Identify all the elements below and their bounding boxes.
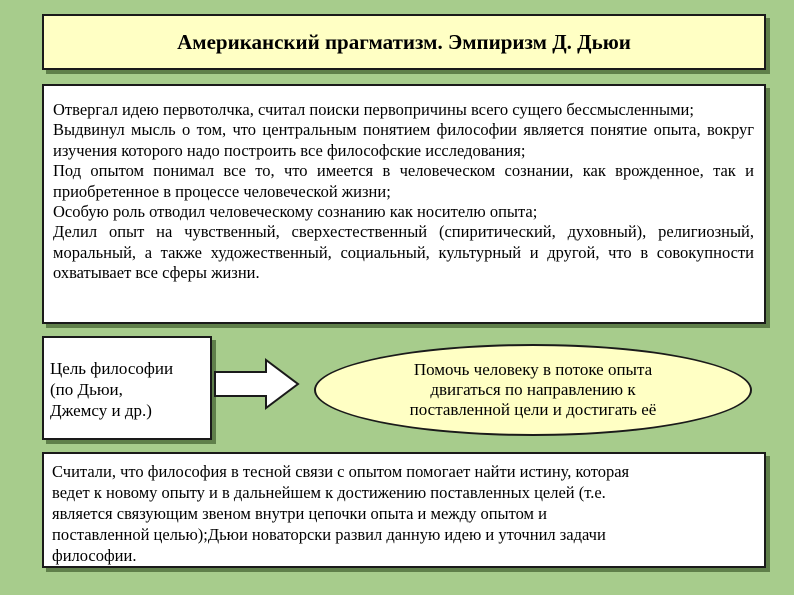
main-paragraph-4: Особую роль отводил человеческому сознан… [53,202,538,222]
main-paragraph-2: Выдвинул мысль о том, что центральным по… [53,120,754,160]
goal-label-line-2: (по Дьюи, [50,380,123,399]
goal-statement-ellipse: Помочь человеку в потоке опыта двигаться… [314,344,752,436]
conclusion-box: Считали, что философия в тесной связи с … [42,452,766,568]
page-title: Американский прагматизм. Эмпиризм Д. Дью… [177,29,631,54]
goal-label-line-1: Цель философии [50,359,174,378]
conclusion-line-4: поставленной целью);Дьюи новаторски разв… [52,525,606,544]
main-text-box: Отвергал идею первотолчка, считал поиски… [42,84,766,324]
goal-label-box: Цель философии (по Дьюи, Джемсу и др.) [42,336,212,440]
main-paragraph-1: Отвергал идею первотолчка, считал поиски… [53,100,694,119]
conclusion-line-3: является связующим звеном внутри цепочки… [52,504,547,523]
right-arrow-icon [214,358,300,410]
conclusion-line-1: Считали, что философия в тесной связи с … [52,462,630,481]
conclusion-line-2: ведет к новому опыту и в дальнейшем к до… [52,483,606,502]
main-paragraph-3: Под опытом понимал все то, что имеется в… [53,161,754,201]
conclusion-line-5: философии. [52,546,137,565]
goal-statement-line-2: двигаться по направлению к [430,380,636,399]
goal-statement-line-3: поставленной цели и достигать её [409,400,657,419]
goal-label-line-3: Джемсу и др.) [50,401,152,420]
title-box: Американский прагматизм. Эмпиризм Д. Дью… [42,14,766,70]
goal-statement-line-1: Помочь человеку в потоке опыта [413,360,653,379]
main-paragraph-5: Делил опыт на чувственный, сверхестестве… [53,222,754,283]
